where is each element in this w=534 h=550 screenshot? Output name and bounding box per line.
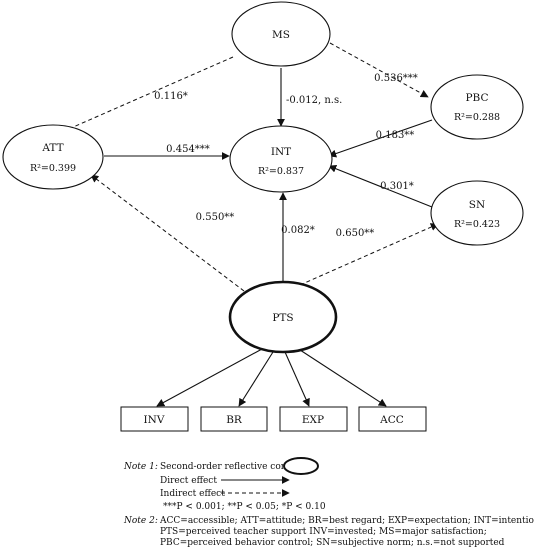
note2-line3: PBC=perceived behavior control; SN=subje… — [160, 538, 505, 548]
coef-sn-int: 0.301* — [380, 181, 414, 192]
path-pts-br — [238, 351, 274, 407]
coef-pts-int: 0.082* — [281, 225, 315, 236]
node-int-r2: R²=0.837 — [258, 166, 304, 177]
indicator-br: BR — [200, 406, 268, 432]
node-att-r2: R²=0.399 — [30, 163, 76, 174]
indicator-exp-label: EXP — [302, 414, 324, 426]
node-int-label: INT — [271, 146, 291, 158]
note2-line1: ACC=accessible; ATT=attitude; BR=best re… — [159, 516, 534, 526]
indicator-acc: ACC — [358, 406, 427, 432]
indicator-exp: EXP — [279, 406, 348, 432]
coef-pts-sn: 0.650** — [336, 228, 375, 239]
second-order-construct-symbol — [283, 457, 319, 475]
coef-pts-att: 0.550** — [196, 212, 235, 223]
node-sn: SN R²=0.423 — [430, 180, 524, 246]
path-pts-acc — [296, 347, 387, 407]
note2-line2: PTS=perceived teacher support INV=invest… — [160, 527, 487, 537]
path-pts-inv — [156, 348, 263, 407]
node-pts: PTS — [228, 280, 338, 354]
note1-label: Note 1: — [123, 462, 158, 472]
node-sn-r2: R²=0.423 — [454, 219, 500, 230]
path-pbc-int — [328, 119, 433, 158]
coef-att-int: 0.454*** — [166, 144, 210, 155]
indicator-inv: INV — [120, 406, 189, 432]
node-ms-label: MS — [272, 29, 290, 41]
legend: Note 1: Second-order reflective construc… — [123, 457, 534, 548]
node-pbc: PBC R²=0.288 — [430, 74, 524, 140]
node-att: ATT R²=0.399 — [2, 124, 104, 190]
node-att-label: ATT — [41, 142, 63, 154]
node-pbc-r2: R²=0.288 — [454, 112, 500, 123]
legend-direct-label: Direct effect — [160, 476, 217, 486]
note1-text: Second-order reflective construct — [160, 462, 314, 472]
note2-label: Note 2: — [123, 516, 158, 526]
indicator-acc-label: ACC — [379, 414, 404, 426]
node-int: INT R²=0.837 — [229, 125, 333, 193]
coef-ms-att: 0.116* — [154, 91, 188, 102]
coef-pbc-int: 0.183** — [376, 130, 415, 141]
coef-ms-pbc: 0.536*** — [374, 73, 418, 84]
node-ms: MS — [231, 1, 331, 67]
coef-ms-int: -0.012, n.s. — [286, 95, 342, 106]
node-sn-label: SN — [469, 199, 485, 211]
path-ms-pbc — [329, 42, 429, 98]
path-pts-att — [90, 174, 245, 292]
node-pts-label: PTS — [272, 312, 293, 324]
node-pbc-label: PBC — [465, 92, 488, 104]
path-sn-int — [328, 164, 433, 208]
indicator-inv-label: INV — [144, 414, 165, 426]
path-pts-exp — [284, 351, 310, 407]
legend-indirect-label: Indirect effect — [160, 489, 225, 499]
path-ms-att — [54, 56, 234, 136]
indicator-br-label: BR — [226, 414, 243, 426]
significance-note: ***P < 0.001; **P < 0.05; *P < 0.10 — [163, 502, 326, 512]
